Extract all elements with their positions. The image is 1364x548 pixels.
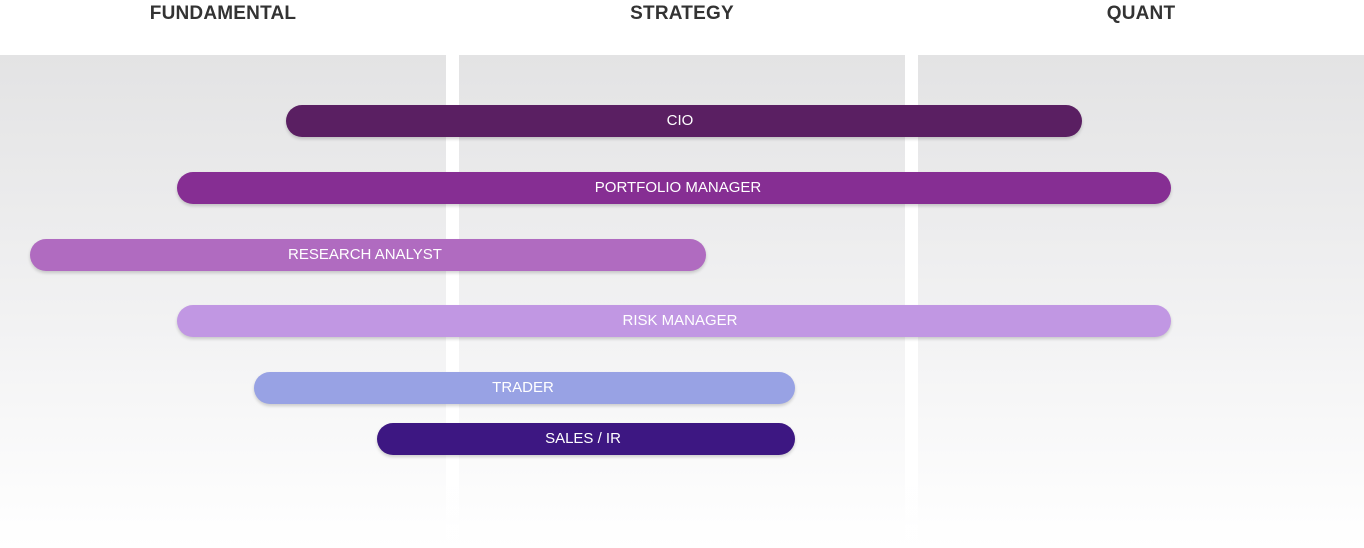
column-title-fundamental: FUNDAMENTAL [149, 3, 297, 24]
role-bar-research-analyst: RESEARCH ANALYST [30, 239, 706, 271]
role-bar-trader: TRADER [254, 372, 795, 404]
role-label-trader: TRADER [492, 379, 554, 396]
role-label-risk-manager: RISK MANAGER [622, 312, 738, 329]
diagram-background [0, 55, 1364, 548]
column-title-quant: QUANT [1106, 3, 1176, 24]
role-bar-portfolio-manager: PORTFOLIO MANAGER [177, 172, 1171, 204]
role-label-research-analyst: RESEARCH ANALYST [288, 246, 442, 263]
column-title-strategy: STRATEGY [630, 3, 734, 24]
role-label-portfolio-manager: PORTFOLIO MANAGER [594, 179, 762, 196]
column-header: FUNDAMENTAL STRATEGY QUANT [0, 0, 1364, 55]
role-bar-sales-ir: SALES / IR [377, 423, 795, 455]
role-bar-risk-manager: RISK MANAGER [177, 305, 1171, 337]
role-bar-cio: CIO [286, 105, 1082, 137]
role-label-sales-ir: SALES / IR [545, 430, 621, 447]
role-label-cio: CIO [666, 112, 694, 129]
